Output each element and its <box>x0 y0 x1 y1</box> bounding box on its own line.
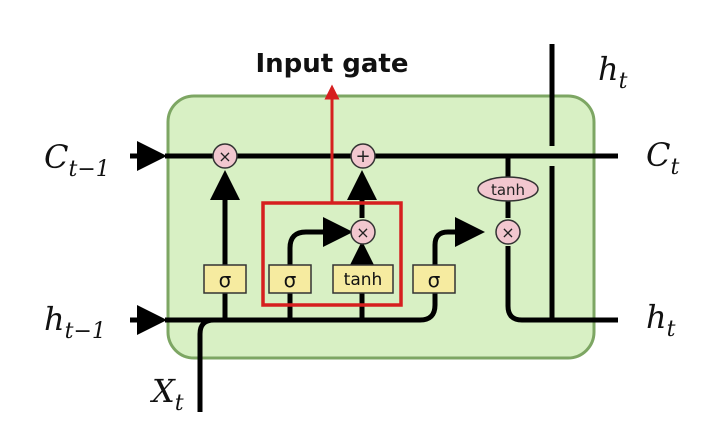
svg-text:×: × <box>501 223 514 242</box>
x-in-label: Xt <box>149 372 184 416</box>
svg-text:+: + <box>355 146 370 167</box>
c-prev-label: Ct−1 <box>44 138 110 182</box>
input-gate-title: Input gate <box>255 49 408 79</box>
svg-text:tanh: tanh <box>344 270 383 290</box>
h-out-right-label: ht <box>646 298 676 342</box>
svg-text:σ: σ <box>428 268 441 292</box>
c-out-label: Ct <box>646 136 679 180</box>
x-input-line <box>197 317 215 412</box>
h-prev-label: ht−1 <box>44 300 106 344</box>
cell-add-op: + <box>350 143 376 169</box>
svg-text:×: × <box>218 147 231 166</box>
output-mult-op: × <box>495 219 521 245</box>
svg-text:tanh: tanh <box>491 181 525 199</box>
input-sigma-gate: σ <box>268 264 312 294</box>
output-down-path <box>505 246 618 323</box>
output-tanh-op: tanh <box>477 176 539 202</box>
input-sigma-path <box>287 217 353 320</box>
output-sigma-gate: σ <box>412 264 456 294</box>
svg-text:×: × <box>356 223 369 242</box>
input-mult-op: × <box>350 219 376 245</box>
input-tanh-gate: tanh <box>332 264 394 294</box>
forget-sigma-gate: σ <box>203 264 247 294</box>
forget-mult-op: × <box>212 143 238 169</box>
h-out-top-label: ht <box>598 50 628 94</box>
svg-text:σ: σ <box>219 268 232 292</box>
svg-text:σ: σ <box>284 268 297 292</box>
